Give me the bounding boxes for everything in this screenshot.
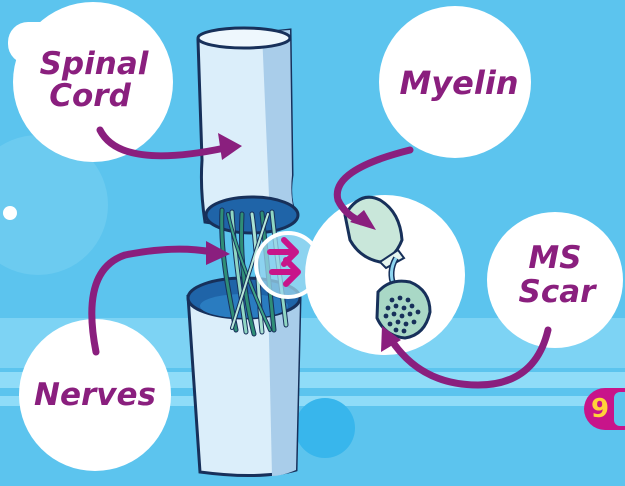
myelin-label: Myelin xyxy=(399,64,518,102)
label-myelin: Myelin xyxy=(379,6,531,158)
decor-dot xyxy=(3,206,17,220)
ms-scar-label-line2: Scar xyxy=(519,274,598,310)
page-number: 9 xyxy=(591,394,609,424)
label-ms-scar: MS Scar xyxy=(487,212,623,348)
ms-scar-label-line1: MS xyxy=(528,240,581,276)
decor-bubble-small xyxy=(295,398,355,458)
spinal-cord-label-line1: Spinal xyxy=(40,46,149,82)
spinal-cord-label-line2: Cord xyxy=(49,78,131,114)
page-number-badge: 9 xyxy=(584,388,625,430)
spinal-cord-upper xyxy=(198,28,298,233)
nerves-label: Nerves xyxy=(34,377,156,413)
